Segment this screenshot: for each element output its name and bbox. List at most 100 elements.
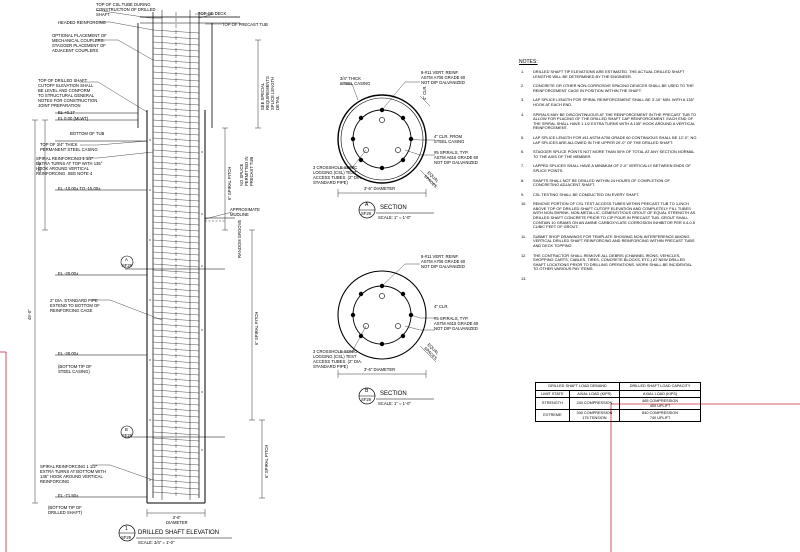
- note-text: LAPPED SPLICES SHALL HAVE A MINIMUM OF 2…: [533, 163, 691, 173]
- pitch-bottom: 6" SPIRAL PITCH: [264, 444, 269, 478]
- note-item: 11. SUBMIT SHOP DRAWINGS FOR TEMPLATE SHO…: [519, 233, 697, 249]
- note-item: 2. CONCRETE OR OTHER NON-CORROSIVE SPACIN…: [519, 83, 697, 93]
- cut-tag-a: A: [125, 257, 128, 262]
- note-number: 11.: [521, 233, 527, 239]
- sec-a-spirals: #5 SPIRALS, TYP. ASTM A615 GRADE 60 NOT …: [434, 150, 479, 165]
- table-row: EXTREME 330 COMPRESSION 175 TENSION 840 …: [535, 409, 701, 422]
- label-top-of-deck: TOP OF DECK: [198, 11, 227, 16]
- label-el-bottom: EL -71.50±: [58, 493, 79, 498]
- sec-a-title: SECTION: [380, 205, 407, 211]
- note-text: DRILLED SHAFT TIP ELEVATIONS ARE ESTIMAT…: [533, 69, 685, 79]
- note-text: THE CONTRACTOR SHALL REMOVE ALL DEBRIS (…: [533, 252, 692, 272]
- sec-a-vert-reinf: 8-#11 VERT. REINF. ASTM A706 GRADE 60 NO…: [421, 70, 466, 85]
- sec-b-scale: SCALE: 1" = 1'-0": [378, 401, 411, 406]
- label-bottom-tip: (BOTTOM TIP OF DRILLED SHAFT): [48, 505, 82, 515]
- note-number: 2.: [521, 83, 525, 89]
- elevation-sheet: SF29: [121, 535, 132, 540]
- axial-capacity-header: AXIAL LOAD (KIPS): [619, 389, 701, 398]
- pitch-top: 6" SPIRAL PITCH: [227, 166, 232, 200]
- note-text: CSL TESTING SHALL BE CONDUCTED ON EVERY …: [533, 191, 640, 197]
- table-cell: STRENGTH: [535, 397, 570, 410]
- label-spiral-top: SPIRAL REINFORCING 1 1/2" EXTRA TURNS AT…: [36, 156, 103, 176]
- label-top-csl-tube: TOP OF CSL TUBE DURING CONSTRUCTION OF D…: [96, 2, 156, 17]
- table-cell: 465 COMPRESSION 400 UPLIFT: [619, 397, 701, 410]
- note-item: 4. SPIRALS MAY BE DISCONTINUOUS AT THE RE…: [519, 111, 697, 131]
- note-text: LAP SPLICE LENGTH FOR #11 ASTM A706 GRAD…: [533, 134, 697, 145]
- note-number: 7.: [521, 163, 525, 169]
- note-text: REMOVE PORTION OF CSL TEST ACCESS TUBES …: [533, 201, 696, 230]
- label-top-drilled-shaft: TOP OF DRILLED SHAFT CUTOFF ELEVATION SH…: [38, 78, 98, 108]
- sec-a-diameter: 3'-6" DIAMETER: [364, 186, 396, 191]
- table-cell: 840 COMPRESSION 740 UPLIFT: [619, 409, 701, 422]
- elevation-number: 1: [125, 526, 128, 532]
- table-cell: EXTREME: [535, 409, 570, 422]
- note-number: 12.: [521, 252, 527, 258]
- note-number: 10.: [521, 201, 527, 207]
- note-text: CONCRETE OR OTHER NON-CORROSIVE SPACING …: [533, 83, 694, 93]
- sec-b-tag: B: [365, 388, 369, 394]
- sec-b-sheet: SF29: [361, 397, 372, 402]
- note-item: 5. LAP SPLICE LENGTH FOR #11 ASTM A706 GR…: [519, 134, 697, 145]
- label-el-top1: EL +0.17: [58, 110, 75, 115]
- note-number: 4.: [521, 111, 525, 117]
- note-item: 12. THE CONTRACTOR SHALL REMOVE ALL DEBRI…: [519, 252, 697, 272]
- limit-state-header: LIMIT STATE: [535, 389, 570, 398]
- elevation-title: DRILLED SHAFT ELEVATION: [138, 530, 220, 536]
- note-text: SUBMIT SHOP DRAWINGS FOR TEMPLATE SHOWIN…: [533, 233, 695, 249]
- cut-tag-b: B: [125, 427, 128, 432]
- note-number: 9.: [521, 191, 525, 197]
- label-rebar-splice: SEE SPECIAL REQUIREMENTS SPLICE LENGTH D…: [260, 76, 280, 110]
- sec-b-vert-reinf: 8-#11 VERT. REINF. ASTM A706 GRADE 60 NO…: [421, 254, 466, 269]
- note-text: SPIRALS MAY BE DISCONTINUOUS AT THE REIN…: [533, 111, 697, 131]
- sec-b-clr: 4" CLR.: [434, 304, 449, 309]
- sec-b-spirals: #5 SPIRALS, TYP. ASTM A615 GRADE 60 NOT …: [434, 316, 479, 331]
- section-a-drawing: [337, 81, 437, 219]
- pitch-mid: 6" SPIRAL PITCH: [254, 311, 259, 345]
- sec-a-csl-tubes: 3 CROSSHOLE SONIC LOGGING (CSL) TEST ACC…: [313, 165, 363, 185]
- note-number: 1.: [521, 69, 525, 74]
- sec-a-clr-casing: 4" CLR. FROM STEEL CASING: [434, 134, 465, 144]
- label-top-casing: TOP OF 3/4" THICK PERMANENT STEEL CASING: [40, 142, 98, 152]
- sec-a-scale: SCALE: 1" = 1'-0": [378, 215, 411, 220]
- notes-title: NOTES:: [519, 59, 538, 65]
- label-el-b: EL -28.00±: [58, 351, 79, 356]
- note-number: 13.: [521, 276, 527, 281]
- note-text: SHAFTS SHALL NOT BE DRILLED WITHIN 24 HO…: [533, 177, 670, 188]
- note-item: 10. REMOVE PORTION OF CSL TEST ACCESS TUB…: [519, 201, 697, 230]
- cut-sheet-a: SF29: [122, 263, 133, 268]
- load-table: DRILLED SHAFT LOAD DEMAND DRILLED SHAFT …: [534, 382, 701, 422]
- note-item: 9. CSL TESTING SHALL BE CONDUCTED ON EVER…: [519, 191, 697, 198]
- cut-sheet-b: SF29: [122, 433, 133, 438]
- load-capacity-header: DRILLED SHAFT LOAD CAPACITY: [619, 382, 701, 391]
- sec-a-clr: 4" CLR.: [422, 85, 427, 100]
- label-random-groove: RANDOM GROOVE: [237, 219, 242, 258]
- label-spiral-bottom: SPIRAL REINFORCING 1 1/2" EXTRA TURNS AT…: [40, 464, 106, 484]
- sec-b-diameter: 3'-6" DIAMETER: [364, 367, 396, 372]
- sec-b-title: SECTION: [380, 391, 407, 397]
- note-text: STAGGER SPLICE POINTS NOT MORE THAN 50% …: [533, 149, 695, 159]
- label-headed-reinforcing: HEADED REINFORCING: [58, 20, 106, 25]
- sec-a-casing: 3/4" THICK STEEL CASING: [340, 76, 371, 86]
- table-cell: 240 COMPRESSION: [568, 397, 621, 410]
- note-number: 5.: [521, 134, 525, 140]
- label-csl-pipe: 2" DIA. STANDARD PIPE EXTEND TO BOTTOM O…: [50, 298, 100, 313]
- table-cell: 330 COMPRESSION 175 TENSION: [568, 409, 621, 422]
- label-top-precast-tub: TOP OF PRECAST TUB: [222, 22, 268, 27]
- label-el-a: EL -25.00±: [58, 271, 79, 276]
- sec-a-sheet: SF29: [361, 211, 372, 216]
- label-approx-mudline: APPROXIMATE MUDLINE: [230, 207, 260, 217]
- note-item: 8. SHAFTS SHALL NOT BE DRILLED WITHIN 24 …: [519, 177, 697, 188]
- label-no-splice: NO SPLICE PERMITTED IN PRECAST TUB: [239, 156, 254, 186]
- note-number: 8.: [521, 177, 525, 183]
- notes-list: 1. DRILLED SHAFT TIP ELEVATIONS ARE ESTIM…: [519, 69, 697, 280]
- label-el-casing: EL -10.00± TO -15.00±: [58, 186, 101, 191]
- note-number: 3.: [521, 97, 525, 103]
- dim-20: 20'-0": [37, 161, 42, 172]
- load-table-header-row: DRILLED SHAFT LOAD DEMAND DRILLED SHAFT …: [534, 382, 701, 391]
- load-demand-header: DRILLED SHAFT LOAD DEMAND: [534, 382, 621, 391]
- label-bottom-casing: (BOTTOM TIP OF STEEL CASING): [58, 364, 92, 374]
- sec-b-csl-tubes: 3 CROSSHOLE SONIC LOGGING (CSL) TEST ACC…: [313, 349, 363, 369]
- axial-demand-header: AXIAL LOAD (KIPS): [568, 389, 621, 398]
- dim-45: 45'-0": [27, 309, 32, 320]
